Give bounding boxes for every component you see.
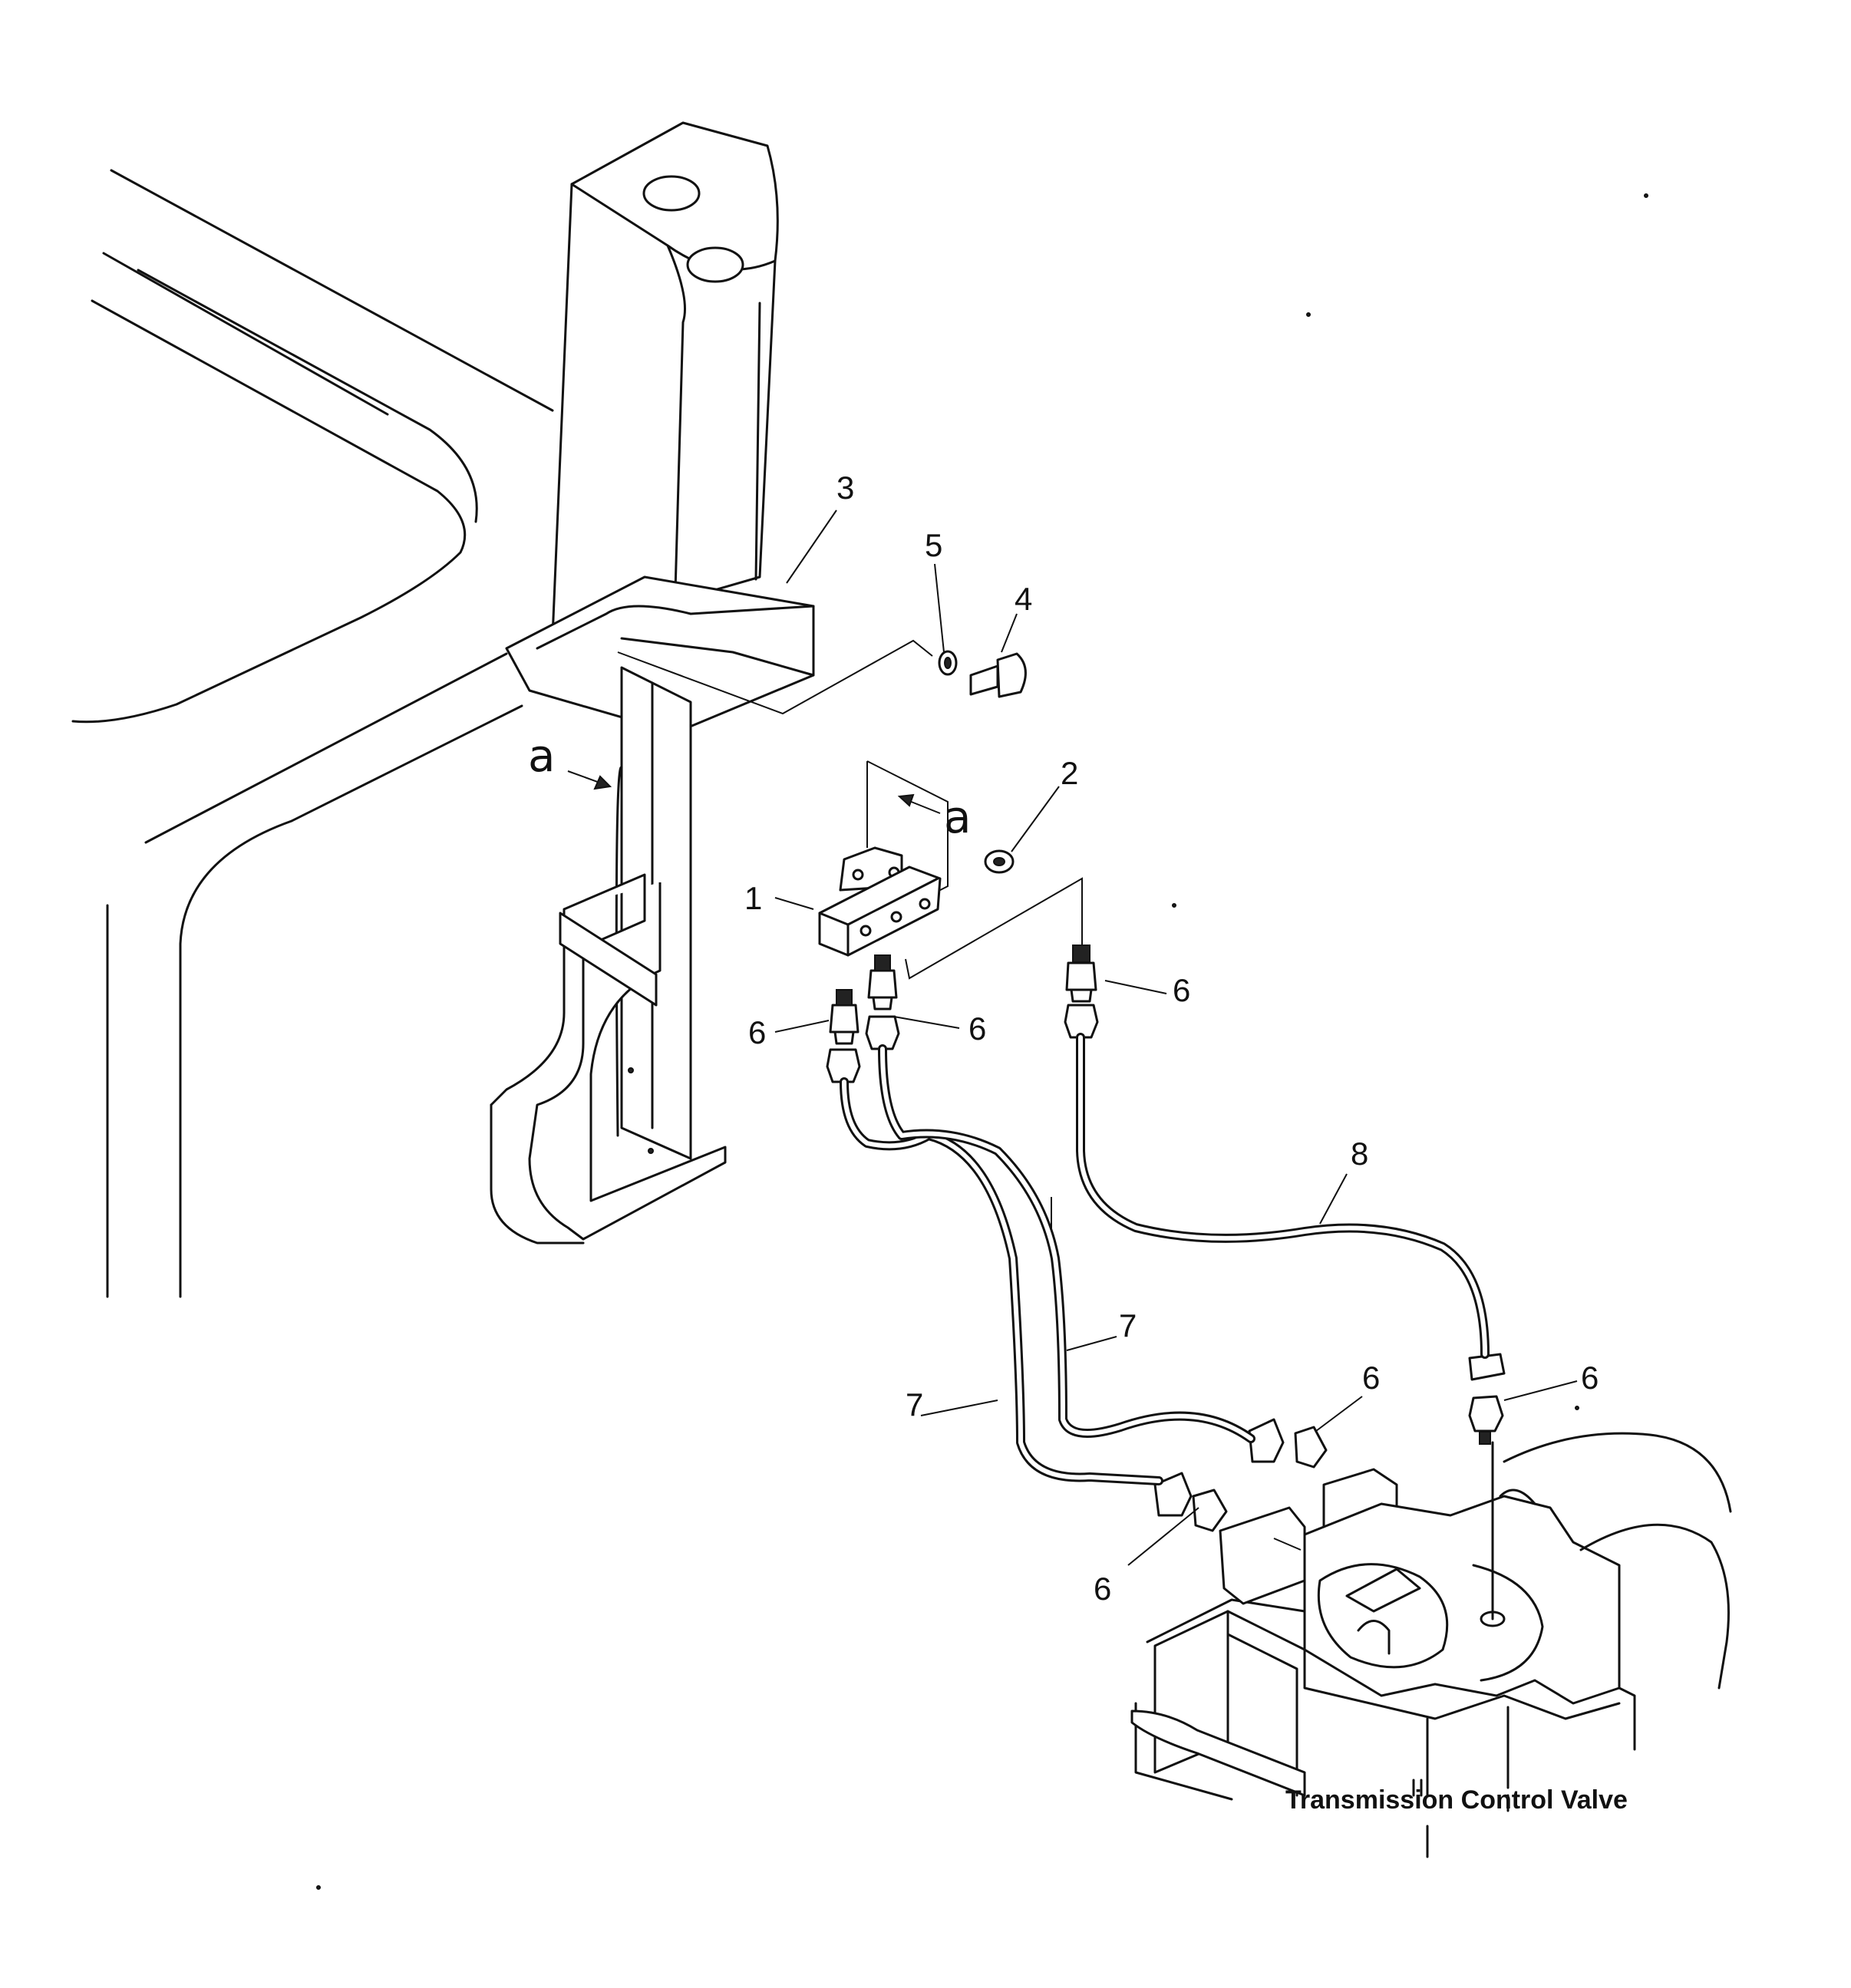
scan-specks (316, 193, 1648, 1890)
callout-numbers: 1 2 3 4 5 6 6 6 6 6 6 7 7 8 (744, 470, 1599, 1607)
nut-2 (984, 849, 1015, 874)
post-bracket (490, 121, 815, 1245)
callout-6-valve-right: 6 (1581, 1360, 1599, 1396)
callout-4: 4 (1015, 581, 1032, 617)
callout-6-valve-lower: 6 (1094, 1571, 1111, 1607)
callout-6-left: 6 (748, 1014, 766, 1050)
callout-6-top-right: 6 (1173, 972, 1190, 1008)
callout-5: 5 (925, 527, 942, 563)
callout-6-valve-upper: 6 (1362, 1360, 1380, 1396)
valve-caption: Transmission Control Valve (1285, 1785, 1628, 1815)
callout-2: 2 (1061, 755, 1078, 791)
callout-7-lower: 7 (906, 1386, 923, 1423)
hose-8 (1076, 1033, 1490, 1359)
hose-7b (878, 1044, 1255, 1443)
callout-7-upper: 7 (1119, 1307, 1137, 1343)
view-marker-a-left: a (528, 730, 556, 782)
hose-7a (840, 1077, 1163, 1485)
fittings-6 (826, 945, 1506, 1532)
view-marker-a-right: a (944, 791, 972, 843)
callout-8: 8 (1351, 1136, 1368, 1172)
callout-1: 1 (744, 880, 762, 916)
transmission-control-valve (1130, 1432, 1732, 1858)
callout-3: 3 (836, 470, 854, 506)
sensor-block-1 (818, 846, 942, 957)
frame-outline (71, 169, 554, 1298)
washer-5 (938, 650, 958, 676)
callout-leaders (774, 509, 1578, 1566)
bolt-4 (969, 652, 1027, 698)
callout-6-middle: 6 (968, 1010, 986, 1047)
view-marker-a: a a (528, 730, 972, 843)
